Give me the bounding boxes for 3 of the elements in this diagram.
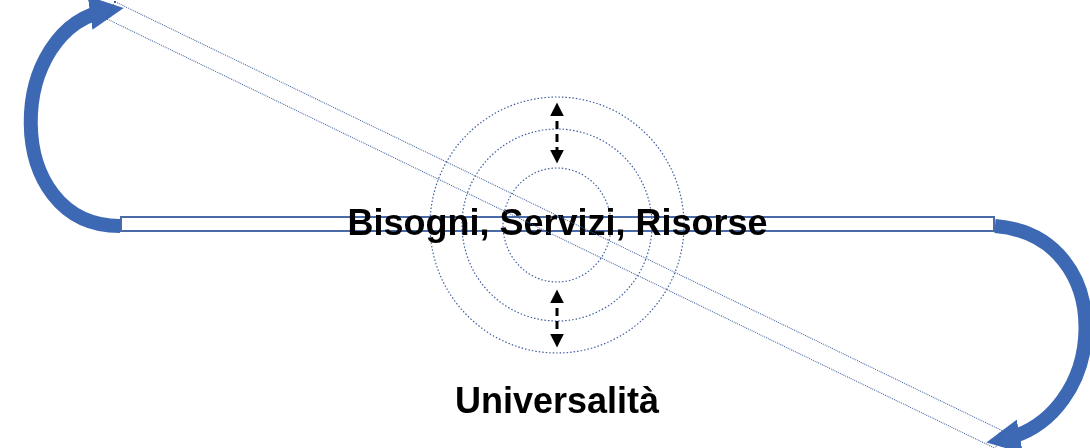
curved-arrow xyxy=(23,0,124,233)
curved-arrow xyxy=(986,219,1090,448)
heading-text: Universalità xyxy=(454,380,660,422)
